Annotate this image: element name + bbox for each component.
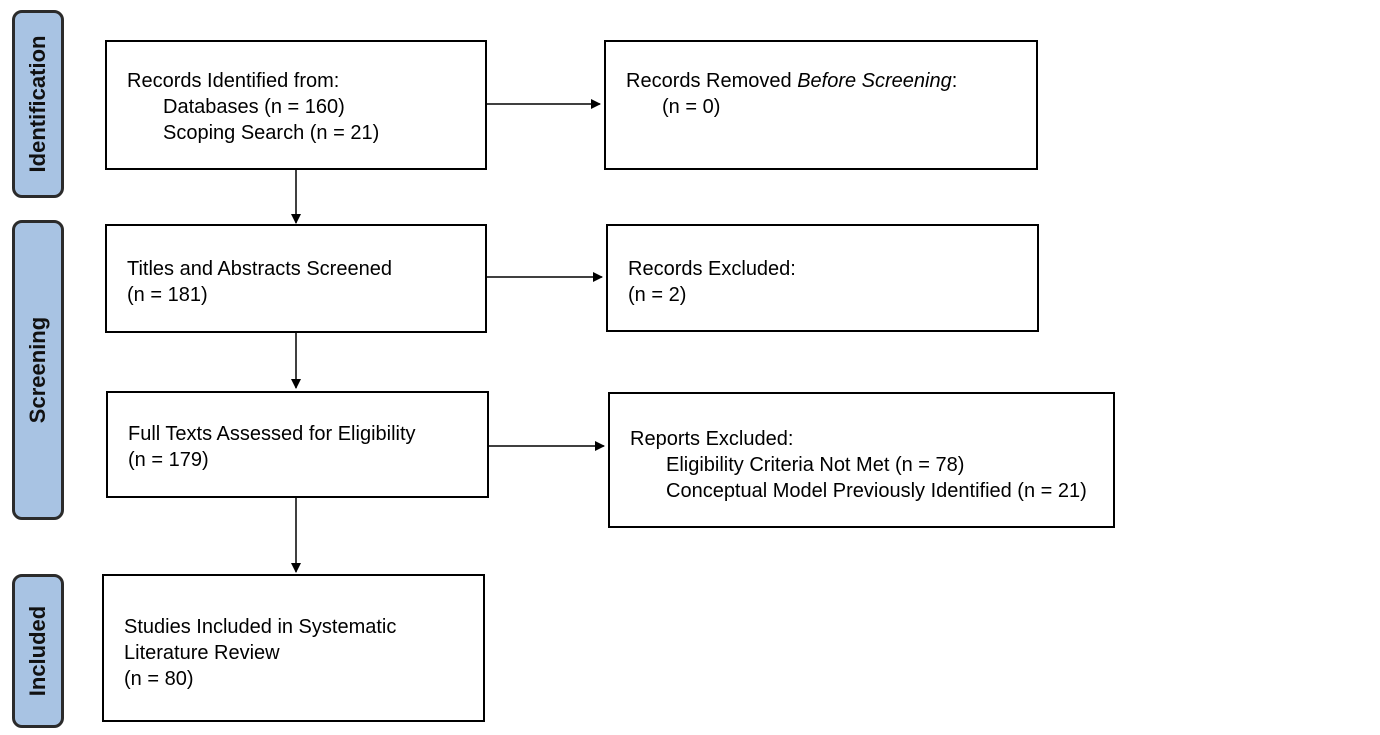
records-removed-title-suffix: :: [951, 70, 958, 92]
databases-count: Databases (n = 160): [163, 96, 345, 118]
conceptual-model-reason: Conceptual Model Previously Identified (…: [666, 480, 1087, 502]
studies-included-box: Studies Included in Systematic Literatur…: [102, 574, 485, 722]
records-excluded-count: (n = 2): [628, 284, 687, 306]
records-removed-title-prefix: Records Removed: [626, 70, 798, 92]
titles-screened-box: Titles and Abstracts Screened (n = 181): [105, 224, 487, 333]
full-texts-box: Full Texts Assessed for Eligibility (n =…: [106, 391, 489, 498]
records-removed-box: Records Removed Before Screening: (n = 0…: [604, 40, 1038, 170]
records-excluded-box: Records Excluded: (n = 2): [606, 224, 1039, 332]
full-texts-title: Full Texts Assessed for Eligibility: [128, 423, 416, 445]
records-identified-title: Records Identified from:: [127, 70, 340, 92]
phase-identification: Identification: [12, 10, 64, 198]
records-excluded-title: Records Excluded:: [628, 258, 796, 280]
reports-excluded-title: Reports Excluded:: [630, 428, 794, 450]
titles-screened-count: (n = 181): [127, 284, 208, 306]
records-removed-count: (n = 0): [662, 96, 721, 118]
studies-included-line-1: Studies Included in Systematic: [124, 616, 397, 638]
reports-excluded-box: Reports Excluded: Eligibility Criteria N…: [608, 392, 1115, 528]
phase-included: Included: [12, 574, 64, 728]
phase-screening: Screening: [12, 220, 64, 520]
records-removed-title: Records Removed Before Screening:: [626, 68, 1036, 94]
studies-included-line-2: Literature Review: [124, 642, 280, 664]
full-texts-count: (n = 179): [128, 449, 209, 471]
scoping-search-count: Scoping Search (n = 21): [163, 122, 380, 144]
studies-included-count: (n = 80): [124, 668, 194, 690]
eligibility-criteria-reason: Eligibility Criteria Not Met (n = 78): [666, 454, 965, 476]
records-identified-box: Records Identified from: Databases (n = …: [105, 40, 487, 170]
records-removed-title-italic: Before Screening: [797, 70, 952, 92]
titles-screened-title: Titles and Abstracts Screened: [127, 258, 392, 280]
